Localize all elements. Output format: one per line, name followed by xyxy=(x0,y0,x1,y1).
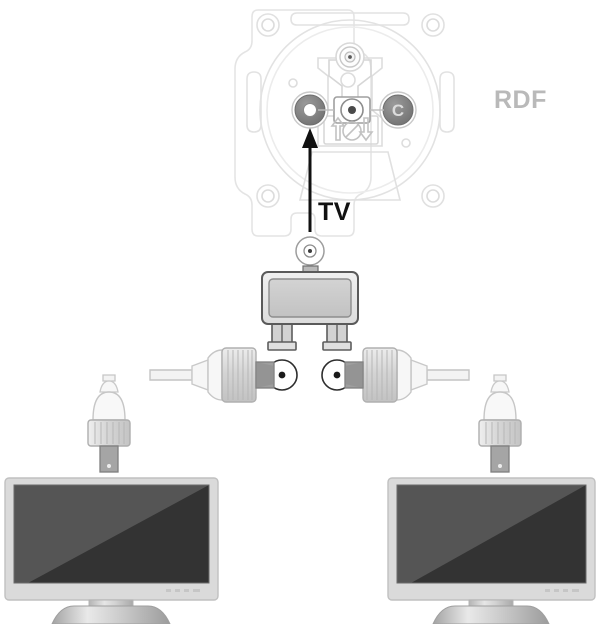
coax-cable-right xyxy=(344,347,470,403)
splitter-output-sockets xyxy=(266,359,353,391)
splitter-input-connector xyxy=(295,236,325,266)
outlet-tv-port xyxy=(291,91,329,129)
television-right xyxy=(387,477,596,624)
television-left xyxy=(4,477,219,624)
coax-cable-left xyxy=(149,347,275,403)
tv-antenna-plug-left xyxy=(87,374,131,473)
tv-connection-arrow xyxy=(302,128,318,232)
no-signal-icon xyxy=(342,121,362,141)
antenna-wall-outlet xyxy=(234,9,455,237)
rdf-label: RDF xyxy=(494,86,547,114)
splitter-body xyxy=(261,271,359,325)
tv-antenna-plug-right xyxy=(478,374,522,473)
outlet-c-port-label: C xyxy=(392,101,404,120)
outlet-c-port: C xyxy=(379,91,417,129)
tv-controls-right xyxy=(545,589,579,592)
outlet-center-clamp xyxy=(318,96,384,124)
arrow-up-icon xyxy=(330,116,346,141)
outlet-flow-icons xyxy=(330,116,374,142)
plug-collar-left xyxy=(221,347,257,403)
tv-controls-left xyxy=(166,589,200,592)
tv-arrow-label: TV xyxy=(318,198,351,226)
tv-stand-base-right xyxy=(432,605,550,624)
arrow-down-icon xyxy=(358,117,374,142)
outlet-sat-port xyxy=(335,42,365,72)
tv-stand-base-left xyxy=(51,605,171,624)
